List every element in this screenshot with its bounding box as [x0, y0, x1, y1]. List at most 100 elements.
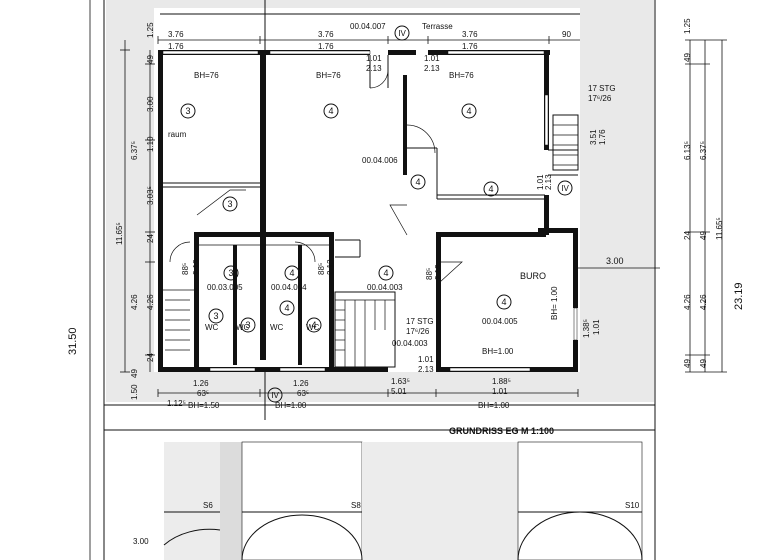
- room-code: 00.04.004: [271, 283, 307, 292]
- room-label: BURO: [520, 271, 546, 281]
- dim-label: 11.65⁵: [115, 222, 124, 245]
- door-dim: 2.13: [326, 259, 335, 275]
- door-dim: 2.13: [424, 64, 440, 73]
- dim-label: 1.76: [598, 129, 607, 145]
- dim-label: 49: [130, 369, 139, 378]
- dim-label: 11.65⁵: [715, 217, 724, 240]
- room-label: raum: [168, 130, 187, 139]
- parapet-label: BH=1.00: [482, 347, 514, 356]
- dim-label: 3.51: [589, 129, 598, 145]
- site-boundary: [103, 0, 656, 560]
- dim-label: 4.26: [130, 294, 139, 310]
- dim-label: 5.01: [391, 387, 407, 396]
- parapet-label: BH=76: [316, 71, 341, 80]
- dim-label: 3.00: [146, 96, 155, 112]
- dim-label: 3.76: [318, 30, 334, 39]
- door-dim: 88⁵: [181, 263, 190, 275]
- room-number: 4: [501, 297, 506, 307]
- stair-ratio: 17⁶/26: [588, 94, 612, 103]
- dim-label: 63⁵: [297, 389, 309, 398]
- top-dimensions: [157, 36, 580, 44]
- garage-label: S10: [625, 501, 640, 510]
- room-code: 00.04.003: [367, 283, 403, 292]
- room-number: 4: [488, 184, 493, 194]
- room-number: 4: [466, 106, 471, 116]
- door-dim: 1.01: [592, 319, 601, 335]
- dim-label: 31.50: [67, 327, 79, 355]
- windows: [162, 50, 578, 372]
- dim-label: 49: [699, 231, 708, 240]
- dim-label: 63⁵: [197, 389, 209, 398]
- dim-label: 1.12⁵: [167, 399, 186, 408]
- room-number: 4: [284, 303, 289, 313]
- dim-label: 3.76: [462, 30, 478, 39]
- wc-label: WC: [205, 323, 219, 332]
- parapet-label: BH=76: [449, 71, 474, 80]
- room-number: 3: [245, 320, 250, 330]
- inner-walls: [194, 50, 546, 372]
- section-marker: IV: [561, 184, 569, 193]
- section-marker: IV: [398, 29, 406, 38]
- door-dim: 2.13: [434, 264, 443, 280]
- parapet-label: BH=1.50: [188, 401, 220, 410]
- door-swings: [169, 69, 463, 283]
- dim-label: 24: [683, 231, 692, 240]
- dim-label: 1.10: [146, 136, 155, 152]
- dim-label: 1.01: [492, 387, 508, 396]
- stair-right: [552, 114, 579, 171]
- door-dim: 1.01: [536, 174, 545, 190]
- dim-label: 1.63⁵: [391, 377, 410, 386]
- room-number: 3: [213, 311, 218, 321]
- door-dim: 2.13: [418, 365, 434, 374]
- room-code: 00.04.005: [482, 317, 518, 326]
- garage-label: S6: [203, 501, 213, 510]
- door-dim: 2.13: [192, 259, 201, 275]
- drawing-title: GRUNDRISS EG M 1:100: [449, 426, 554, 436]
- door-dim: 2.13: [544, 174, 553, 190]
- door-dim: 2.13: [366, 64, 382, 73]
- dim-label: 1.50: [130, 384, 139, 400]
- bottom-dimensions: [157, 389, 579, 397]
- dim-label: 6.13⁵: [683, 141, 692, 160]
- door-dim: 1.01: [418, 355, 434, 364]
- dim-label: 3.00: [133, 537, 149, 546]
- dim-label: 1.76: [462, 42, 478, 51]
- dim-label: 49: [683, 53, 692, 62]
- stair-label: 17 STG: [588, 84, 616, 93]
- dim-label: 1.26: [293, 379, 309, 388]
- door-dim: 88⁵: [425, 268, 434, 280]
- stair-ratio: 17⁶/26: [406, 327, 430, 336]
- room-code: 00.03.005: [207, 283, 243, 292]
- door-dim: 1.01: [424, 54, 440, 63]
- wc-label: WC: [270, 323, 284, 332]
- dim-label: 49: [683, 359, 692, 368]
- door-dim: 1.38⁵: [582, 319, 591, 338]
- dim-label: 24: [146, 353, 155, 362]
- dim-label: 90: [562, 30, 571, 39]
- dim-label: 1.76: [318, 42, 334, 51]
- dim-label: 49: [146, 55, 155, 64]
- terrace-label: Terrasse: [422, 22, 453, 31]
- dim-label: 6.37⁵: [130, 141, 139, 160]
- dim-label: 3.00: [606, 256, 624, 266]
- room-number: 4: [328, 106, 333, 116]
- dim-label: 24: [146, 234, 155, 243]
- dim-label: 1.25: [683, 18, 692, 34]
- dim-label: 3.76: [168, 30, 184, 39]
- section-marker: IV: [271, 391, 279, 400]
- dim-label: 1.25: [146, 22, 155, 38]
- room-number: 4: [289, 268, 294, 278]
- room-markers: [180, 103, 512, 333]
- garage-label: S8: [351, 501, 361, 510]
- dim-label: 49: [699, 359, 708, 368]
- dim-label: 6.37⁵: [699, 141, 708, 160]
- parapet-label: BH= 1.00: [550, 286, 559, 320]
- right-dimensions: [578, 39, 727, 373]
- dim-label: 4.26: [699, 294, 708, 310]
- room-number: 3: [227, 199, 232, 209]
- terrace-code: 00.04.007: [350, 22, 386, 31]
- parapet-label: BH=1.00: [478, 401, 510, 410]
- garages: [163, 441, 643, 560]
- dim-label: 1.26: [193, 379, 209, 388]
- interior-lines: [163, 55, 578, 291]
